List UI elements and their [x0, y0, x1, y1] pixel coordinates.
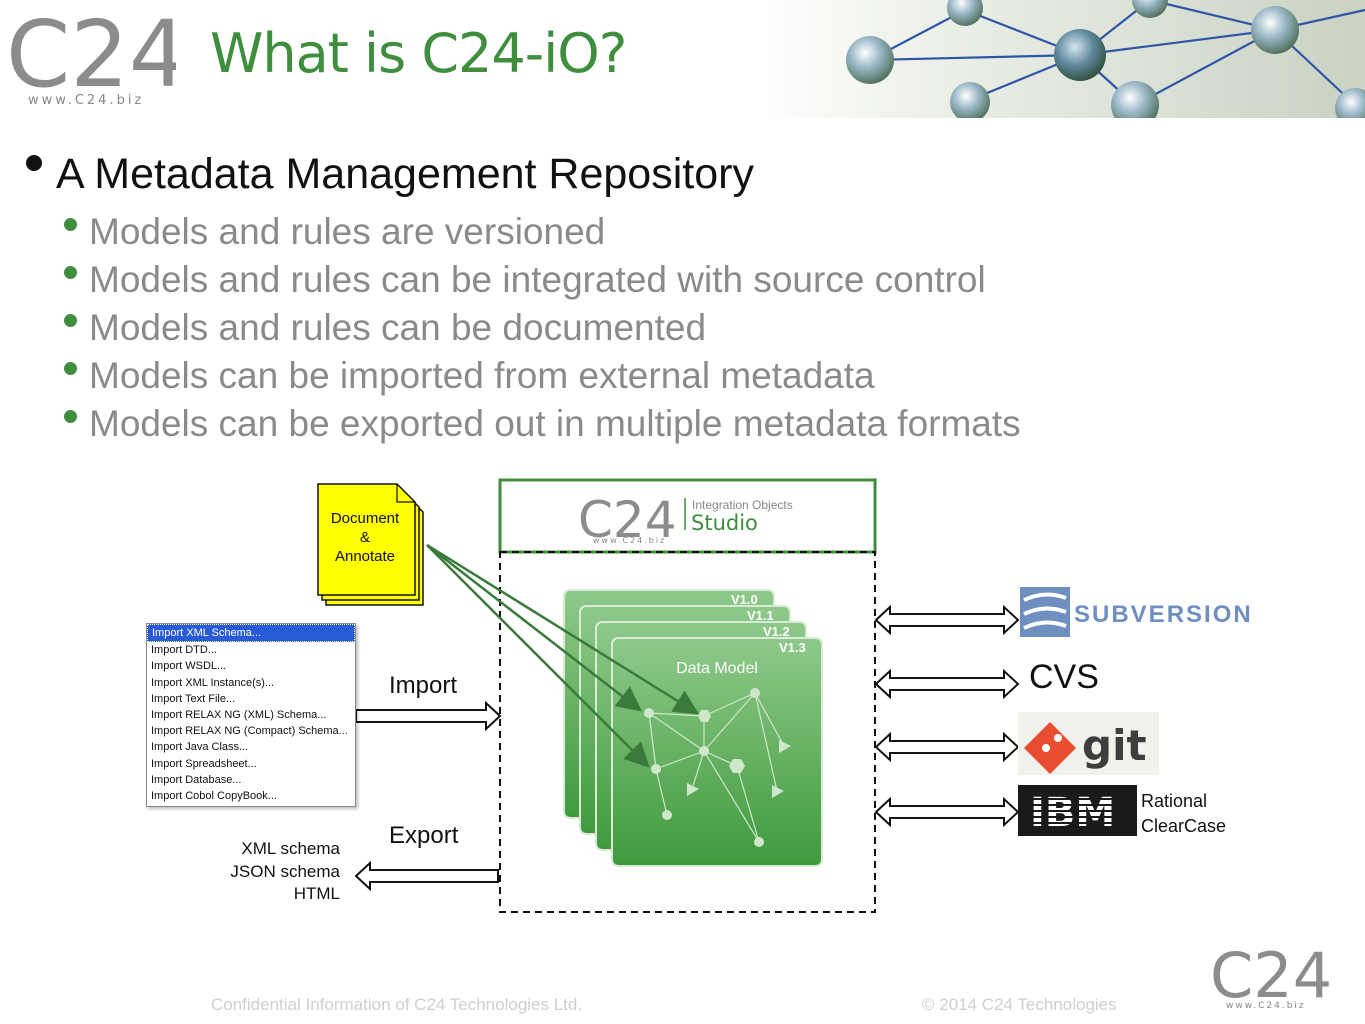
studio-repository-box [499, 551, 876, 913]
sub-bullet: Models and rules can be documented [64, 304, 1021, 352]
bullet-dot-icon [64, 217, 77, 231]
menu-item-import-wsdl[interactable]: Import WSDL... [151, 660, 227, 673]
menu-item-import-xml-schema[interactable]: Import XML Schema... [147, 624, 355, 643]
ibm-logo: IBM [1018, 785, 1137, 836]
bullet-dot-icon [26, 154, 42, 171]
sub-bullet-text: Models and rules are versioned [89, 211, 606, 252]
studio-header-box [498, 478, 877, 554]
clearcase-label: ClearCase [1141, 816, 1226, 836]
sub-bullet: Models can be imported from external met… [64, 352, 1021, 400]
sub-bullet: Models and rules are versioned [64, 208, 1021, 256]
svg-text:Integration Objects: Integration Objects [692, 498, 793, 512]
annotate-arrows [426, 543, 700, 768]
svg-text:www.C24.biz: www.C24.biz [593, 536, 666, 545]
git-logo: git [1018, 712, 1159, 775]
logo-url: www.C24.biz [28, 93, 144, 108]
menu-item-import-relax-ng-xml[interactable]: Import RELAX NG (XML) Schema... [151, 708, 327, 721]
scm-double-arrows [874, 604, 1020, 828]
version-cards: V1.0 V1.1 V1.2 V1.3 Data Model [563, 589, 823, 867]
svg-text:C24: C24 [1210, 942, 1332, 1012]
main-bullet-text: A Metadata Management Repository [56, 150, 754, 198]
sub-bullet-text: Models can be exported out in multiple m… [89, 403, 1021, 444]
menu-item-import-text-file[interactable]: Import Text File... [151, 692, 236, 705]
svg-text:IBM: IBM [1030, 790, 1115, 836]
footer-copyright: © 2014 C24 Technologies [922, 995, 1117, 1014]
footer-confidential: Confidential Information of C24 Technolo… [211, 995, 583, 1014]
svg-text:www.C24.biz: www.C24.biz [1226, 1001, 1306, 1011]
logo-letter-c: C24 [6, 6, 176, 108]
export-format: HTML [293, 884, 340, 903]
menu-item-import-spreadsheet[interactable]: Import Spreadsheet... [151, 757, 257, 770]
menu-item-import-java-class[interactable]: Import Java Class... [151, 741, 249, 754]
studio-logo: C24 Integration Objects Studio www.C24.b… [578, 491, 793, 549]
version-label: V1.3 [779, 640, 806, 655]
bullet-dot-icon [64, 265, 77, 279]
menu-item-import-xml-instance[interactable]: Import XML Instance(s)... [151, 676, 275, 689]
import-arrow [355, 700, 502, 732]
sub-bullet: Models can be exported out in multiple m… [64, 400, 1021, 448]
sub-bullet-text: Models and rules can be documented [89, 307, 707, 348]
menu-item-import-cobol-copybook[interactable]: Import Cobol CopyBook... [151, 789, 277, 802]
bullet-dot-icon [64, 409, 77, 423]
bullet-dot-icon [64, 313, 77, 327]
export-formats-list: XML schema JSON schema HTML [180, 838, 340, 906]
c24-footer-logo: C24 www.C24.biz [1210, 942, 1332, 1012]
bullet-dot-icon [64, 361, 77, 375]
version-label: V1.1 [747, 608, 774, 623]
svg-text:git: git [1082, 721, 1147, 770]
cvs-label: CVS [1029, 658, 1099, 696]
menu-item-import-dtd[interactable]: Import DTD... [151, 644, 218, 657]
export-format: XML schema [241, 839, 340, 858]
rational-label: Rational [1141, 791, 1207, 811]
export-arrow [354, 860, 499, 892]
version-label: V1.0 [731, 592, 758, 607]
svg-text:Studio: Studio [691, 511, 758, 535]
svg-text:C24: C24 [578, 491, 677, 549]
data-model-label: Data Model [676, 660, 758, 677]
note-line: & [360, 529, 370, 546]
note-line: Document [331, 510, 400, 527]
sub-bullet-text: Models and rules can be integrated with … [89, 259, 986, 300]
document-annotate-note: Document & Annotate [317, 483, 424, 606]
note-line: Annotate [335, 548, 395, 565]
sub-bullet-text: Models can be imported from external met… [89, 355, 875, 396]
import-menu: Import XML Schema... Import DTD... Impor… [146, 623, 356, 807]
network-globes-banner [760, 0, 1365, 118]
export-label: Export [389, 822, 459, 849]
svg-text:SUBVERSION: SUBVERSION [1074, 601, 1253, 628]
export-format: JSON schema [230, 861, 340, 881]
main-bullet: A Metadata Management Repository [20, 150, 754, 199]
menu-item-import-relax-ng-compact[interactable]: Import RELAX NG (Compact) Schema... [151, 725, 348, 738]
sub-bullet: Models and rules can be integrated with … [64, 256, 1021, 304]
c24-logo: C24 www.C24.biz [6, 6, 176, 108]
menu-item-import-database[interactable]: Import Database... [151, 773, 242, 786]
import-label: Import [389, 672, 458, 699]
slide-title: What is C24-iO? [210, 22, 627, 85]
subversion-logo: SUBVERSION [1020, 587, 1253, 637]
version-label: V1.2 [763, 624, 790, 639]
sub-bullet-list: Models and rules are versioned Models an… [64, 208, 1021, 448]
